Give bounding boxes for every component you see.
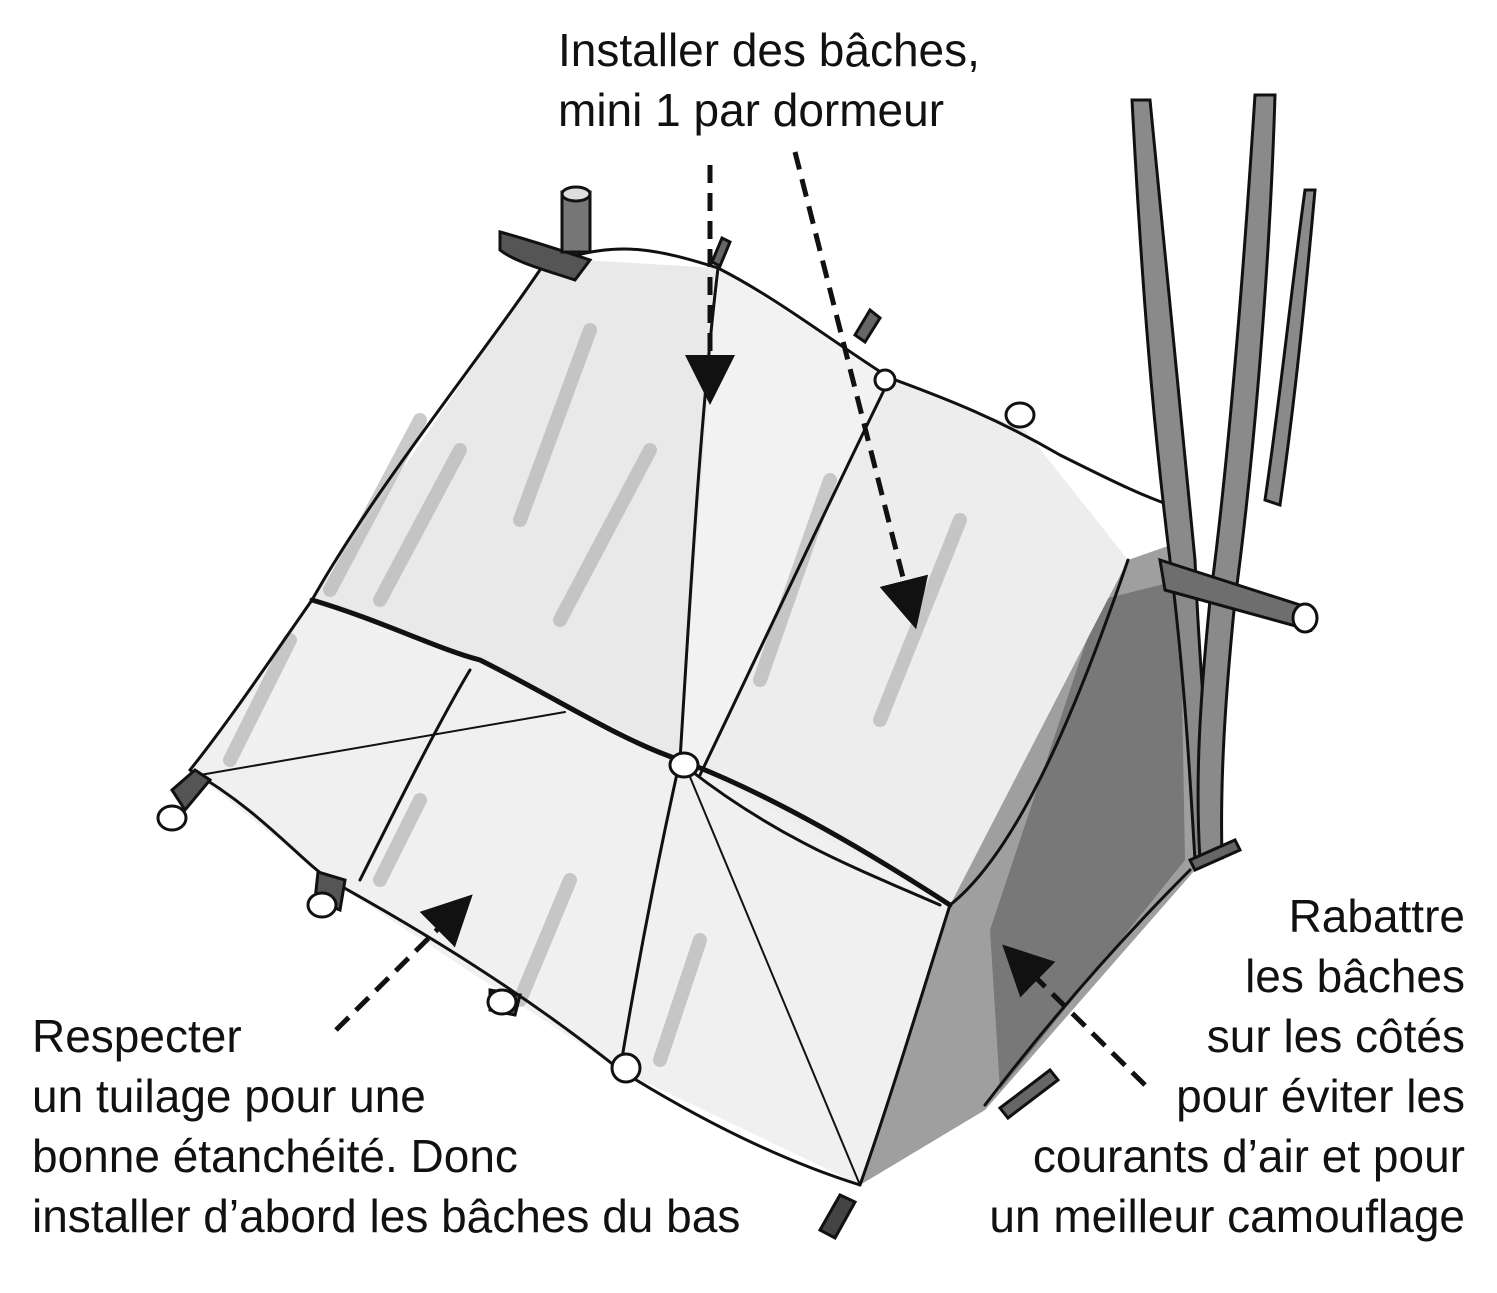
arrow-right [1002,944,1147,1087]
caption-right-line-4: pour éviter les [1176,1070,1465,1122]
caption-left-line-2: un tuilage pour une [32,1070,426,1122]
stakes [156,185,1243,1241]
caption-right-line-2: les bâches [1245,950,1465,1002]
caption-right-line-1: Rabattre [1288,890,1465,942]
caption-top: Installer des bâches, mini 1 par dormeur [558,20,980,140]
caption-right: Rabattre les bâches sur les côtés pour é… [989,886,1465,1246]
caption-left-line-4: installer d’abord les bâches du bas [32,1190,741,1242]
shading-strokes [223,323,967,1067]
caption-left-line-3: bonne étanchéité. Donc [32,1130,518,1182]
caption-left: Respecter un tuilage pour une bonne étan… [32,1006,740,1246]
caption-left-line-1: Respecter [32,1010,242,1062]
pole-end [1291,602,1319,634]
caption-top-line-2: mini 1 par dormeur [558,84,945,136]
tree [1130,93,1317,862]
annotation-arrows [334,151,1147,1087]
caption-right-line-6: un meilleur camouflage [989,1190,1465,1242]
caption-top-line-1: Installer des bâches, [558,24,980,76]
arrow-top-right [792,151,929,630]
caption-right-line-5: courants d’air et pour [1032,1130,1465,1182]
caption-right-line-3: sur les côtés [1206,1010,1465,1062]
